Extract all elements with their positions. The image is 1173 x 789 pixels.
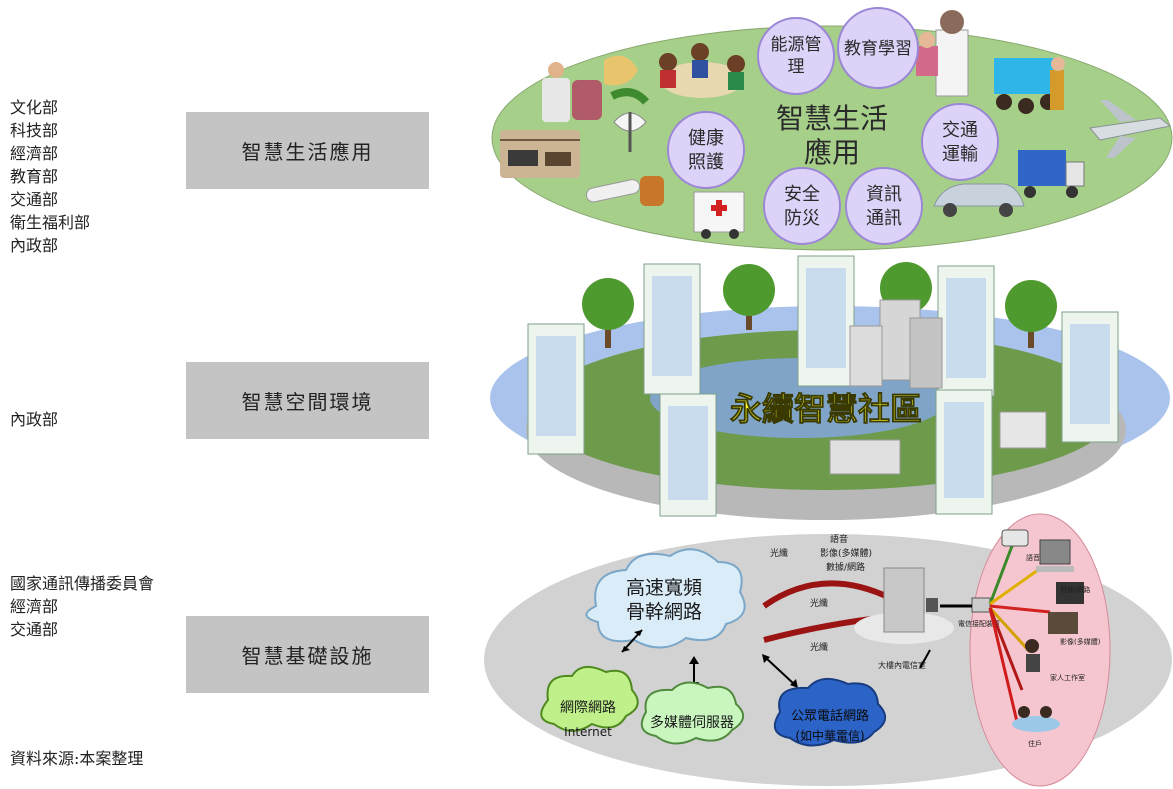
agency-name: 教育部 (10, 167, 59, 186)
device-label: 影像(多媒體) (1060, 637, 1101, 646)
layer-box-life: 智慧生活應用 (186, 112, 429, 189)
cloud-media-server: 多媒體伺服器 (640, 681, 744, 745)
bubble-energy: 能源管 理 (757, 17, 835, 95)
building-info-card (643, 263, 701, 395)
truck-icon (1018, 150, 1085, 198)
backbone-label: 骨幹網路 (626, 601, 702, 623)
building-info-card (1061, 311, 1119, 443)
bubble-label: 資訊 (866, 184, 902, 205)
family-dinner-illustration (659, 43, 745, 98)
patch-panel-icon (940, 597, 991, 613)
agency-group-life: 文化部 科技部 經濟部 教育部 交通部 衛生福利部 內政部 (10, 96, 90, 257)
device-label: 數據/網路 (1060, 585, 1090, 594)
building-info-card (797, 255, 855, 387)
cloud-label: 網際網路 (560, 700, 616, 716)
cloud-pstn: 公眾電話網路 (如中華電信) (773, 677, 886, 747)
bubble-ict: 資訊 通訊 (845, 167, 923, 245)
butcher-illustration (542, 55, 650, 122)
bubble-label: 教育學習 (844, 39, 912, 59)
source-note: 資料來源:本案整理 (10, 749, 144, 768)
airplane-icon (1089, 100, 1172, 158)
device-label: 住戶 (1028, 739, 1042, 748)
agency-name: 科技部 (10, 121, 59, 140)
space-environment-layer: 永續智慧社區 (490, 255, 1170, 520)
agency-name: 交通部 (10, 190, 59, 209)
bubble-safety: 安全 防災 (763, 167, 841, 245)
bubble-label: 安全 (784, 184, 820, 205)
ambulance-icon (693, 191, 745, 239)
backbone-cloud: 高速寬頻 骨幹網路 (585, 548, 746, 649)
farm-illustration (500, 130, 580, 178)
medicine-illustration (585, 112, 664, 206)
bubble-education: 教育學習 (837, 7, 919, 89)
agency-name: 內政部 (10, 410, 59, 429)
layer-box-space: 智慧空間環境 (186, 362, 429, 439)
agency-name: 國家通訊傳播委員會 (10, 574, 155, 593)
telephone-icon (1001, 529, 1029, 547)
building-info-card (527, 323, 585, 455)
life-center-title: 智慧生活 (776, 102, 888, 135)
life-center-title: 應用 (804, 136, 860, 169)
life-application-layer: 能源管 理 教育學習 健康 照護 交通 運輸 安全 防災 資訊 通訊 智慧生 (491, 7, 1173, 251)
cloud-label: 多媒體伺服器 (650, 714, 734, 731)
device-label: 家人工作室 (1050, 673, 1085, 682)
service-label: 語音 (830, 533, 848, 545)
fiber-label: 光纖 (810, 597, 828, 609)
service-label: 影像(多媒體) (820, 547, 872, 559)
bubble-label: 健康 (688, 128, 724, 149)
agency-name: 交通部 (10, 620, 59, 639)
person-icon (1025, 639, 1040, 672)
building-label: 大樓內電信室 (878, 660, 926, 670)
bubble-label: 通訊 (866, 208, 902, 229)
cloud-internet: 網際網路 Internet (540, 665, 639, 739)
tree-icon (582, 278, 634, 348)
doctor-illustration (916, 10, 969, 97)
bubble-label: 照護 (688, 152, 724, 173)
agency-name: 經濟部 (10, 144, 59, 163)
cloud-label: 公眾電話網路 (791, 708, 869, 724)
bubble-label: 理 (788, 57, 805, 77)
monitor-icon (1056, 582, 1084, 604)
fiber-link (762, 580, 896, 609)
car-icon (933, 183, 1025, 217)
agency-name: 內政部 (10, 236, 59, 255)
agency-name: 文化部 (10, 98, 59, 117)
bubble-label: 交通 (942, 120, 978, 141)
service-label: 數據/網路 (826, 561, 865, 573)
tree-icon (1005, 280, 1057, 348)
fiber-label: 光纖 (810, 641, 828, 653)
family-icon (1012, 706, 1060, 732)
tree-icon (723, 264, 775, 330)
layer-box-infra: 智慧基礎設施 (186, 616, 429, 693)
device-label: 語音 (1026, 553, 1040, 562)
cloud-label: Internet (564, 725, 612, 739)
agency-group-infra: 國家通訊傳播委員會 經濟部 交通部 (10, 572, 154, 641)
infrastructure-layer: 高速寬頻 骨幹網路 光纖 光纖 光纖 語音 影像(多媒體) 數據/網路 大樓內電… (484, 513, 1172, 787)
computer-icon (1036, 539, 1074, 572)
building-info-card (659, 393, 717, 517)
backbone-label: 高速寬頻 (626, 577, 702, 599)
bubble-transport: 交通 運輸 (921, 103, 999, 181)
bubble-health: 健康 照護 (667, 111, 745, 189)
fiber-label: 光纖 (770, 547, 788, 559)
bubble-label: 能源管 (771, 35, 822, 55)
building-info-card (937, 265, 995, 397)
building-info-card (935, 389, 993, 515)
classroom-illustration (994, 57, 1065, 114)
telecom-building-icon (854, 567, 954, 644)
agency-name: 衛生福利部 (10, 213, 91, 232)
bubble-label: 防災 (784, 208, 820, 229)
cloud-label: (如中華電信) (795, 728, 864, 743)
link-arrow (762, 654, 798, 688)
bubble-label: 運輸 (942, 144, 978, 165)
agency-name: 經濟部 (10, 597, 59, 616)
agency-group-space: 內政部 (10, 408, 58, 431)
city-buildings (829, 299, 1047, 475)
switch-label: 電信接配裝置 (958, 619, 1000, 628)
link-arrow (621, 629, 643, 653)
tv-icon (1048, 612, 1078, 634)
community-title: 永續智慧社區 (730, 390, 922, 428)
